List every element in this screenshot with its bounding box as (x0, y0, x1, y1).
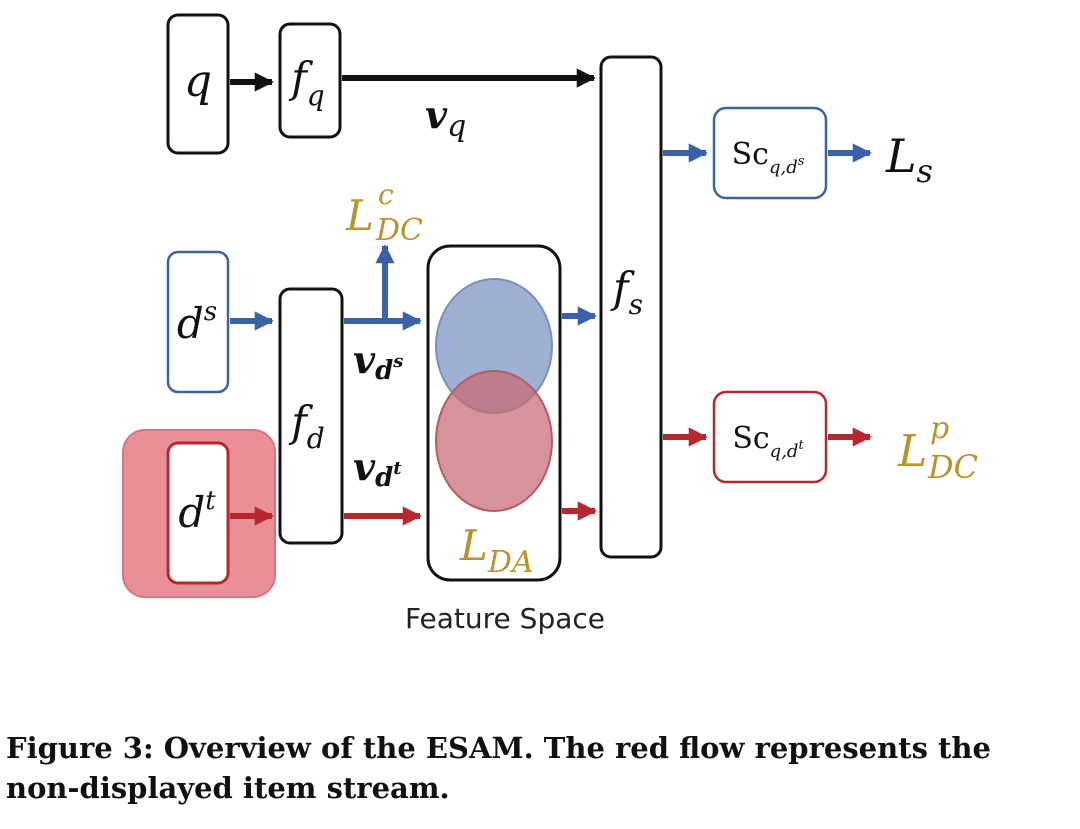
sc-s-box (712, 106, 828, 200)
target-distribution (435, 370, 553, 512)
sc-t-box (712, 390, 828, 484)
q-box (166, 13, 230, 155)
vds-label: vds (353, 337, 403, 386)
caption-line-2: non-displayed item stream. (6, 771, 450, 805)
ls-label: Ls (885, 129, 933, 190)
fq-box (278, 22, 342, 139)
caption-line-1: Figure 3: Overview of the ESAM. The red … (6, 731, 991, 765)
fs-box (599, 55, 663, 559)
ds-label: ds (177, 297, 217, 348)
fd-box (278, 287, 344, 545)
ds-box (166, 250, 230, 394)
sc-s-label: Scq,ds (732, 137, 805, 178)
vq-label: vq (425, 92, 466, 144)
esam-diagram: q fq fs fd ds dt Scq,ds Scq,dt vq vds vd… (122, 13, 978, 635)
dt-label: dt (178, 486, 216, 537)
feature-space-label: Feature Space (405, 602, 605, 635)
sc-t-label: Scq,dt (732, 421, 804, 462)
dt-box (166, 441, 230, 585)
lda-label: LDA (459, 521, 534, 580)
figure-caption: Figure 3: Overview of the ESAM. The red … (6, 728, 1074, 808)
q-label: q (184, 56, 212, 107)
vdt-label: vdt (353, 444, 402, 493)
